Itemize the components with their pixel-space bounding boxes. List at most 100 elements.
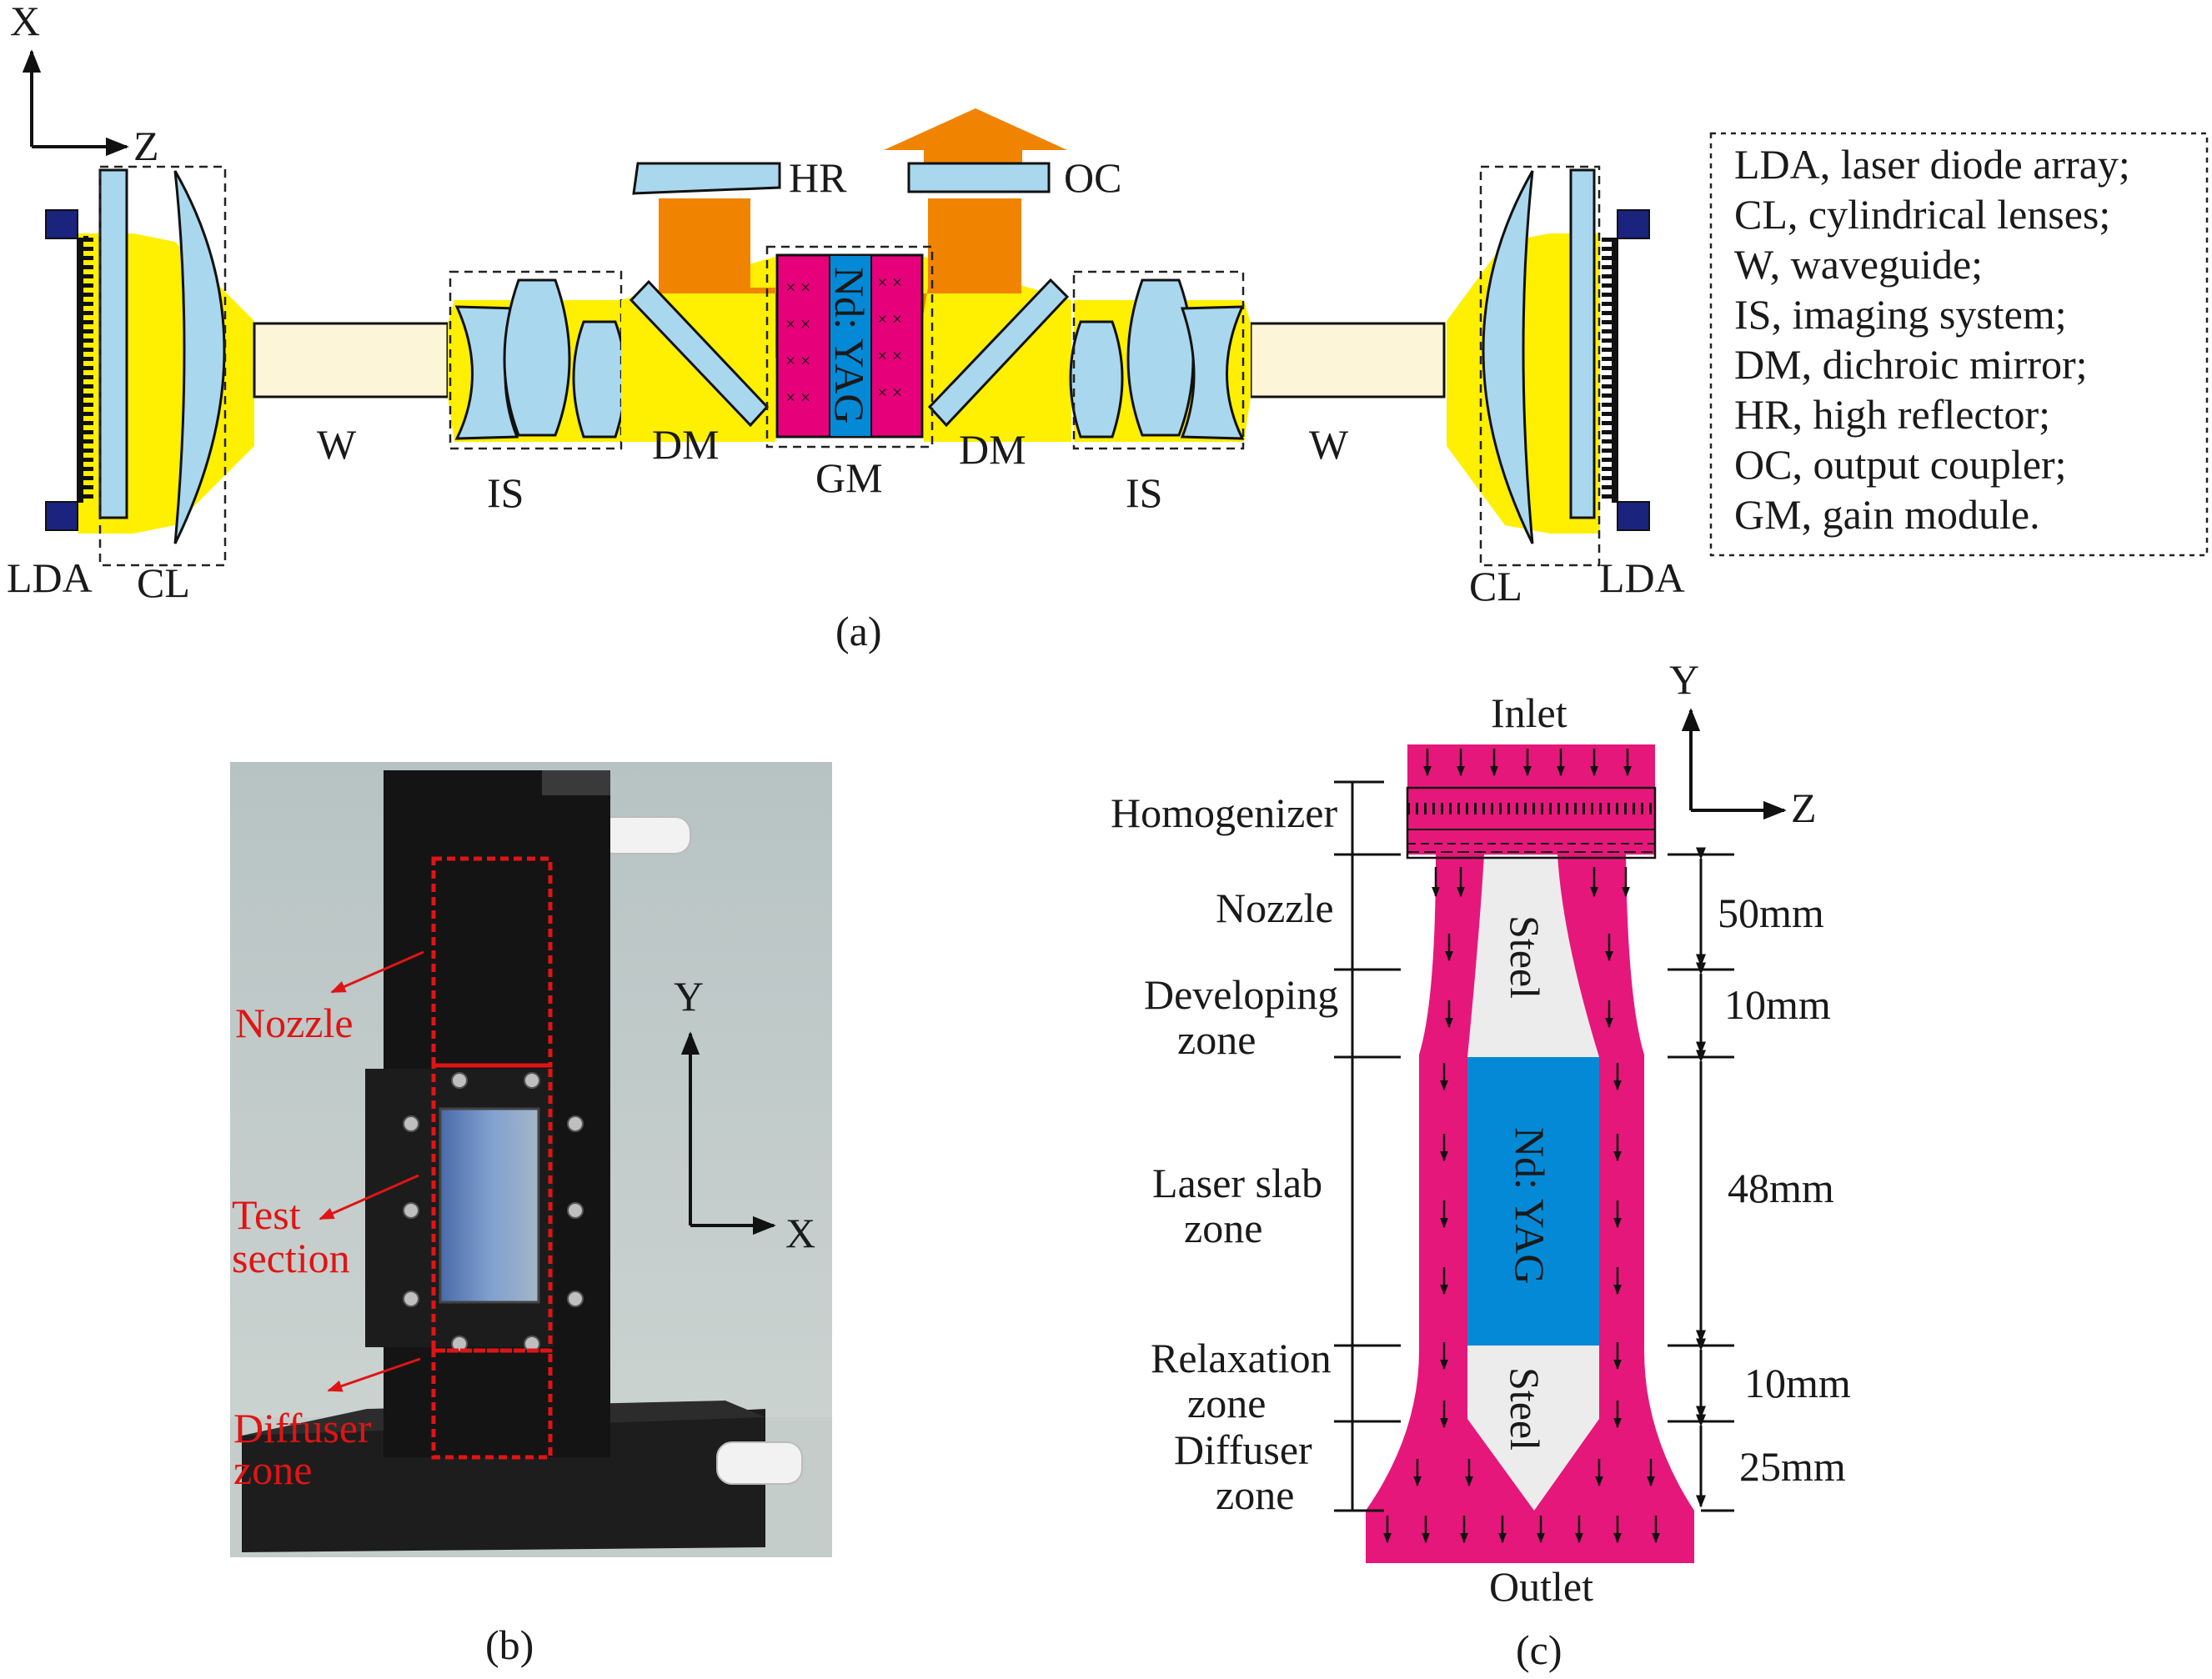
right-pump-assembly (1069, 165, 1650, 567)
waveguide-right (1249, 322, 1446, 398)
label-w-right: W (1309, 421, 1349, 468)
legend-item: HR, high reflector; (1734, 391, 2050, 438)
zone-homogenizer: Homogenizer (1111, 789, 1337, 836)
axis-z-label-c: Z (1791, 784, 1817, 831)
label-oc: OC (1064, 154, 1121, 201)
label-inlet: Inlet (1491, 689, 1567, 736)
label-section: section (232, 1235, 350, 1281)
left-pump-assembly (45, 165, 627, 567)
diffuser-zone-box (431, 1348, 553, 1460)
test-window (439, 1107, 540, 1304)
svg-text:× ×: × × (877, 382, 902, 403)
svg-text:× ×: × × (877, 308, 902, 329)
label-steel-lower: Steel (1502, 1367, 1548, 1451)
resonator: × × × × × × × × × × × × × × × × Nd: YAG (621, 108, 1071, 449)
laser-diode-array-right (1602, 209, 1650, 531)
panel-a: X Z (7, 0, 2209, 654)
label-w-left: W (317, 421, 357, 468)
caption-b: (b) (485, 1621, 534, 1668)
photo: Nozzle Test section Diffuser zone Y X (230, 762, 832, 1557)
zone-relaxation-2: zone (1187, 1380, 1266, 1426)
label-hr: HR (789, 154, 847, 201)
zone-laser-slab: Laser slab (1152, 1160, 1322, 1206)
panel-c: Steel Nd: YAG Steel Homogenizer Nozzle D… (1111, 656, 1851, 1673)
label-lda-right: LDA (1599, 554, 1685, 601)
legend-item: CL, cylindrical lenses; (1734, 191, 2110, 238)
zone-developing: Developing (1144, 971, 1338, 1018)
svg-text:× ×: × × (785, 387, 810, 408)
nd-yag-crystal (1467, 1057, 1599, 1346)
coolant-marks: × × × × × × × × × × × × × × × × (785, 272, 902, 408)
svg-text:× ×: × × (877, 272, 902, 293)
crystal-label: Nd: YAG (826, 267, 873, 424)
nd-yag-slab (829, 254, 872, 438)
label-diffuser-photo: Diffuser (233, 1405, 372, 1451)
outlet-fitting (716, 1441, 803, 1485)
label-dm-left: DM (652, 421, 720, 468)
is-lens-right-3 (1180, 305, 1245, 440)
label-cl-left: CL (137, 559, 190, 606)
legend-item: DM, dichroic mirror; (1734, 341, 2088, 388)
svg-text:× ×: × × (785, 313, 810, 334)
label-gm: GM (815, 454, 883, 501)
zone-developing-2: zone (1177, 1016, 1256, 1063)
homogenizer (1406, 786, 1657, 860)
zone-scale (1334, 780, 1401, 1512)
cl-box-right (1479, 165, 1601, 567)
caption-c: (c) (1516, 1626, 1562, 1673)
caption-a: (a) (835, 608, 882, 654)
label-is-right: IS (1126, 469, 1162, 516)
svg-text:× ×: × × (785, 350, 810, 371)
label-is-left: IS (487, 469, 524, 516)
label-test: Test (232, 1191, 301, 1238)
legend: LDA, laser diode array; CL, cylindrical … (1709, 132, 2209, 557)
inlet-fitting (598, 816, 691, 855)
steel-lower (1467, 1346, 1599, 1511)
is-box-right (1072, 270, 1245, 450)
steel-upper (1467, 855, 1599, 1057)
label-lda-left: LDA (7, 554, 93, 601)
waveguide-left (253, 322, 449, 398)
zone-diffuser: Diffuser (1174, 1426, 1312, 1473)
legend-item: W, waveguide; (1734, 241, 1983, 288)
zone-relaxation: Relaxation (1151, 1335, 1332, 1381)
dim-developing: 10mm (1724, 981, 1831, 1028)
cylindrical-lens-right (1482, 170, 1534, 544)
legend-item: GM, gain module. (1734, 491, 2040, 538)
axis-x-label: X (10, 0, 40, 44)
is-lens-left-2 (503, 278, 571, 437)
gm-box (765, 245, 934, 449)
label-steel-upper: Steel (1502, 915, 1548, 999)
label-cl-right: CL (1469, 563, 1522, 609)
laser-diode-array-left (45, 209, 93, 531)
axis-y-label-c: Y (1669, 656, 1699, 703)
svg-text:× ×: × × (785, 277, 810, 298)
axis-y-label-b: Y (674, 973, 704, 1020)
output-coupler (907, 162, 1051, 193)
cl-box-left (98, 165, 227, 567)
is-lens-right-1 (1069, 320, 1124, 439)
high-reflector (632, 162, 781, 195)
svg-text:× ×: × × (877, 345, 902, 366)
zone-nozzle: Nozzle (1216, 885, 1334, 931)
label-dm-right: DM (959, 426, 1026, 473)
label-nozzle-photo: Nozzle (235, 1000, 354, 1046)
legend-item: IS, imaging system; (1734, 291, 2067, 338)
axes-xz: X Z (10, 0, 159, 169)
legend-item: OC, output coupler; (1734, 441, 2067, 488)
legend-box (1709, 132, 2209, 557)
cylindrical-lens-plate-left (98, 168, 128, 519)
dim-slab: 48mm (1728, 1165, 1834, 1211)
dimension-scale (1668, 847, 1734, 1512)
axis-z-label: Z (133, 123, 159, 169)
legend-item: LDA, laser diode array; (1734, 141, 2130, 188)
dim-relaxation: 10mm (1744, 1360, 1851, 1406)
is-lens-right-2 (1126, 278, 1195, 437)
label-outlet: Outlet (1489, 1563, 1593, 1610)
label-zone-photo: zone (233, 1446, 312, 1493)
flow-arrows (1383, 749, 1660, 1544)
zone-laser-slab-2: zone (1184, 1205, 1262, 1251)
dichroic-mirror-right (927, 278, 1070, 428)
is-lens-left-3 (572, 320, 627, 439)
